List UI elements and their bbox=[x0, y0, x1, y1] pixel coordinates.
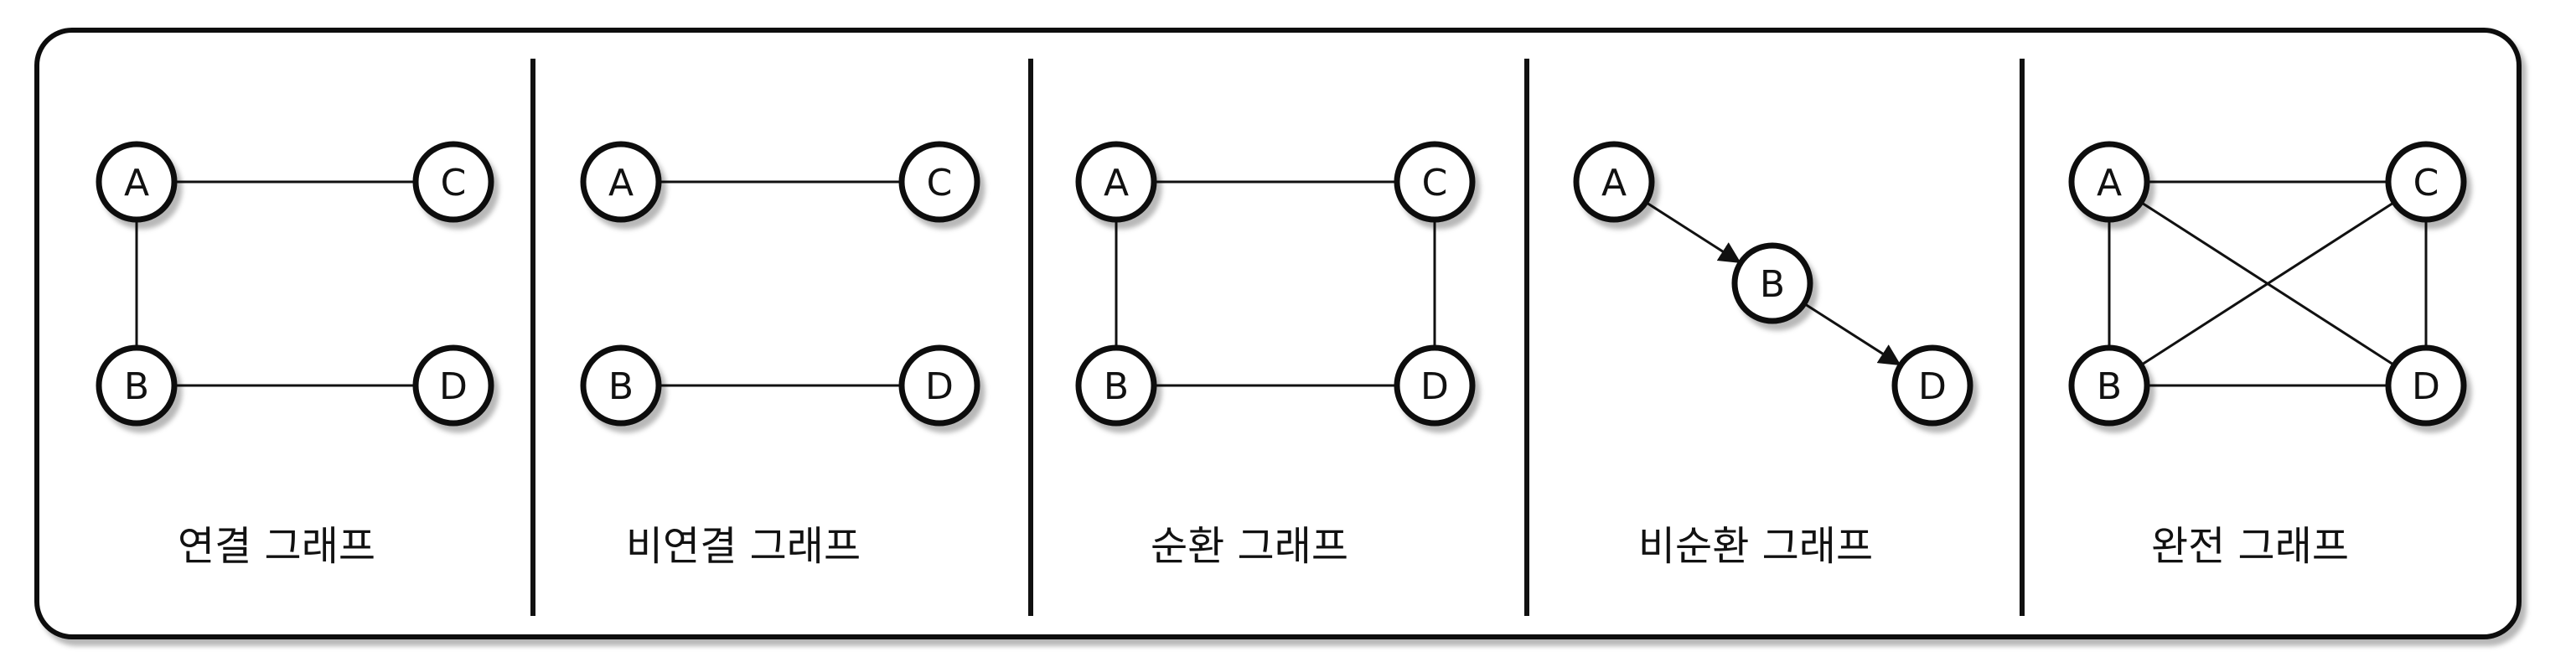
node-label: D bbox=[1420, 365, 1449, 408]
node-c: C bbox=[1394, 141, 1476, 223]
node-circle bbox=[898, 344, 980, 427]
node-label: A bbox=[124, 162, 149, 204]
node-label: B bbox=[2097, 365, 2122, 408]
node-d: D bbox=[1394, 344, 1476, 427]
node-circle bbox=[1731, 242, 1813, 324]
node-circle bbox=[898, 141, 980, 223]
node-circle bbox=[1075, 141, 1157, 223]
node-circle bbox=[1891, 344, 1973, 427]
node-label: B bbox=[1760, 263, 1785, 306]
node-circle bbox=[1394, 344, 1476, 427]
node-circle bbox=[2068, 344, 2150, 427]
panel-dividers bbox=[530, 59, 2025, 616]
panel-title: 비순환 그래프 bbox=[1638, 523, 1873, 570]
node-label: B bbox=[608, 365, 634, 408]
node-b: B bbox=[2068, 344, 2150, 427]
node-a: A bbox=[1573, 141, 1655, 223]
node-a: A bbox=[580, 141, 662, 223]
node-label: B bbox=[1104, 365, 1129, 408]
node-d: D bbox=[2385, 344, 2467, 427]
node-label: C bbox=[927, 162, 953, 204]
node-c: C bbox=[412, 141, 494, 223]
panel-cyclic: A C B D 순환 그래프 bbox=[1075, 141, 1476, 570]
node-circle bbox=[580, 141, 662, 223]
panel-complete: A C B D 완전 그래프 bbox=[2068, 141, 2467, 570]
panel-title: 연결 그래프 bbox=[178, 523, 375, 570]
panel-title: 비연결 그래프 bbox=[626, 523, 861, 570]
panel-disconnected: A C B D 비연결 그래프 bbox=[580, 141, 980, 570]
node-label: A bbox=[2097, 162, 2122, 204]
node-b: B bbox=[1731, 242, 1813, 324]
panel-title: 완전 그래프 bbox=[2151, 523, 2349, 570]
node-d: D bbox=[898, 344, 980, 427]
node-a: A bbox=[1075, 141, 1157, 223]
node-label: C bbox=[2413, 162, 2439, 204]
panels: A C B D 연결 그래프 A C B D 비연결 그래프 A C B D 순환 그래프 A B D 비순환 그래… bbox=[96, 141, 2467, 570]
node-circle bbox=[96, 141, 178, 223]
node-b: B bbox=[96, 344, 178, 427]
edge-c-b bbox=[2141, 201, 2395, 365]
node-label: D bbox=[2412, 365, 2440, 408]
node-label: A bbox=[1104, 162, 1129, 204]
node-label: A bbox=[1601, 162, 1627, 204]
node-circle bbox=[2385, 141, 2467, 223]
node-circle bbox=[1573, 141, 1655, 223]
panel-title: 순환 그래프 bbox=[1151, 523, 1348, 570]
node-circle bbox=[1394, 141, 1476, 223]
node-label: C bbox=[1422, 162, 1448, 204]
node-d: D bbox=[412, 344, 494, 427]
edge-b-d bbox=[1803, 302, 1901, 366]
node-label: A bbox=[608, 162, 634, 204]
node-circle bbox=[412, 344, 494, 427]
node-label: D bbox=[925, 365, 954, 408]
edge-a-b bbox=[1645, 200, 1741, 264]
node-c: C bbox=[2385, 141, 2467, 223]
node-circle bbox=[1075, 344, 1157, 427]
node-circle bbox=[412, 141, 494, 223]
node-circle bbox=[2068, 141, 2150, 223]
node-circle bbox=[2385, 344, 2467, 427]
panel-acyclic: A B D 비순환 그래프 bbox=[1573, 141, 1973, 570]
node-a: A bbox=[2068, 141, 2150, 223]
node-label: D bbox=[439, 365, 468, 408]
node-label: B bbox=[124, 365, 149, 408]
node-label: D bbox=[1918, 365, 1947, 408]
node-b: B bbox=[580, 344, 662, 427]
node-a: A bbox=[96, 141, 178, 223]
node-circle bbox=[580, 344, 662, 427]
node-label: C bbox=[441, 162, 467, 204]
node-d: D bbox=[1891, 344, 1973, 427]
node-b: B bbox=[1075, 344, 1157, 427]
panel-connected: A C B D 연결 그래프 bbox=[96, 141, 494, 570]
node-c: C bbox=[898, 141, 980, 223]
node-circle bbox=[96, 344, 178, 427]
